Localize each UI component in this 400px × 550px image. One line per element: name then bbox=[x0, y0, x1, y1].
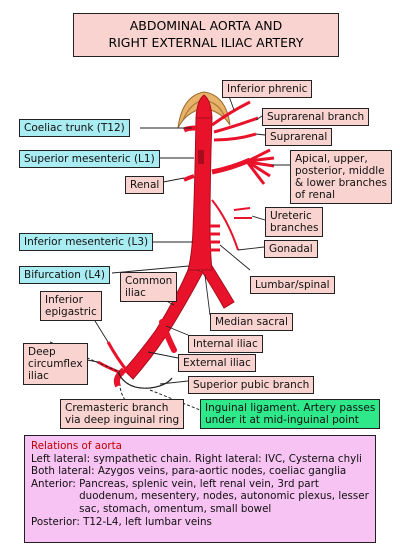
label-inferior-epigastric: Inferior epigastric bbox=[40, 291, 102, 321]
anterior-text: Pancreas, splenic vein, left renal vein,… bbox=[79, 477, 369, 515]
inferior-epigastric-artery bbox=[106, 341, 130, 373]
label-suprarenal: Suprarenal bbox=[265, 128, 333, 146]
title-line-2: RIGHT EXTERNAL ILIAC ARTERY bbox=[108, 35, 304, 50]
relations-left-lateral: Left lateral: sympathetic chain. Right l… bbox=[31, 453, 369, 466]
left-common-iliac-artery bbox=[200, 265, 235, 309]
label-cremasteric-branch: Cremasteric branch via deep inguinal rin… bbox=[60, 399, 185, 429]
diaphragm-crus bbox=[177, 91, 231, 129]
label-inferior-mesenteric: Inferior mesenteric (L3) bbox=[19, 233, 154, 251]
title-line-1: ABDOMINAL AORTA AND bbox=[129, 18, 283, 33]
both-lateral-text: Azygos veins, para-aortic nodes, coeliac… bbox=[97, 465, 347, 478]
cremasteric-line-1: Cremasteric branch bbox=[65, 402, 169, 414]
renal-branches-line-4: of renal bbox=[295, 189, 336, 201]
coeliac-trunk-artery bbox=[182, 125, 197, 133]
label-common-iliac: Common iliac bbox=[120, 272, 178, 302]
label-median-sacral: Median sacral bbox=[210, 313, 293, 331]
inferior-epigastric-line-2: epigastric bbox=[45, 306, 97, 318]
common-iliac-line-1: Common bbox=[125, 275, 173, 287]
label-inferior-phrenic: Inferior phrenic bbox=[222, 80, 313, 98]
relations-both-lateral: Both lateral: Azygos veins, para-aortic … bbox=[31, 465, 369, 478]
relations-heading: Relations of aorta bbox=[31, 440, 122, 452]
renal-artery bbox=[211, 157, 252, 175]
relations-anterior: Anterior: Pancreas, splenic vein, left r… bbox=[31, 478, 369, 516]
deep-circumflex-line-1: Deep bbox=[28, 346, 56, 358]
label-coeliac-trunk: Coeliac trunk (T12) bbox=[19, 119, 130, 137]
deep-circumflex-line-3: iliac bbox=[28, 370, 49, 382]
ureteric-line-2: branches bbox=[270, 222, 319, 234]
label-lumbar-spinal: Lumbar/spinal bbox=[250, 276, 335, 294]
posterior-text: T12-L4, left lumbar veins bbox=[83, 515, 212, 528]
left-lateral-text: sympathetic chain. Right lateral: IVC, C… bbox=[93, 452, 362, 465]
relations-posterior: Posterior: T12-L4, left lumbar veins bbox=[31, 516, 369, 529]
renal-branches-line-3: & lower branches bbox=[295, 177, 387, 189]
label-superior-pubic-branch: Superior pubic branch bbox=[188, 376, 315, 394]
label-gonadal: Gonadal bbox=[264, 240, 318, 258]
common-iliac-line-2: iliac bbox=[125, 287, 146, 299]
internal-iliac-artery bbox=[159, 319, 177, 353]
aorta-trunk bbox=[187, 117, 213, 271]
relations-panel: Relations of aorta Left lateral: sympath… bbox=[24, 435, 376, 543]
label-superior-mesenteric: Superior mesenteric (L1) bbox=[19, 150, 160, 168]
label-external-iliac: External iliac bbox=[178, 354, 256, 372]
label-suprarenal-branch: Suprarenal branch bbox=[262, 108, 370, 126]
left-lateral-key: Left lateral: bbox=[31, 452, 91, 465]
label-renal: Renal bbox=[125, 176, 165, 194]
cremasteric-line-2: via deep inguinal ring bbox=[65, 414, 180, 426]
label-ureteric-branches: Ureteric branches bbox=[265, 207, 324, 237]
inguinal-line-2: under it at mid-inguinal point bbox=[205, 414, 359, 426]
label-inguinal-ligament: Inguinal ligament. Artery passes under i… bbox=[200, 399, 381, 429]
inguinal-ring-curve bbox=[117, 371, 173, 389]
label-internal-iliac: Internal iliac bbox=[188, 335, 263, 353]
inferior-epigastric-line-1: Inferior bbox=[45, 294, 83, 306]
anterior-key: Anterior: bbox=[31, 477, 76, 490]
ureteric-line-1: Ureteric bbox=[270, 210, 312, 222]
renal-branches-line-1: Apical, upper, bbox=[295, 153, 368, 165]
renal-branches-line-2: posterior, middle bbox=[295, 165, 385, 177]
label-renal-branches: Apical, upper, posterior, middle & lower… bbox=[290, 150, 392, 204]
label-bifurcation: Bifurcation (L4) bbox=[19, 266, 110, 284]
diagram-title: ABDOMINAL AORTA AND RIGHT EXTERNAL ILIAC… bbox=[73, 13, 339, 57]
deep-circumflex-line-2: circumflex bbox=[28, 358, 83, 370]
gonadal-artery bbox=[211, 199, 239, 251]
label-deep-circumflex-iliac: Deep circumflex iliac bbox=[23, 343, 88, 385]
posterior-key: Posterior: bbox=[31, 515, 80, 528]
inguinal-line-1: Inguinal ligament. Artery passes bbox=[205, 402, 376, 414]
both-lateral-key: Both lateral: bbox=[31, 465, 95, 478]
